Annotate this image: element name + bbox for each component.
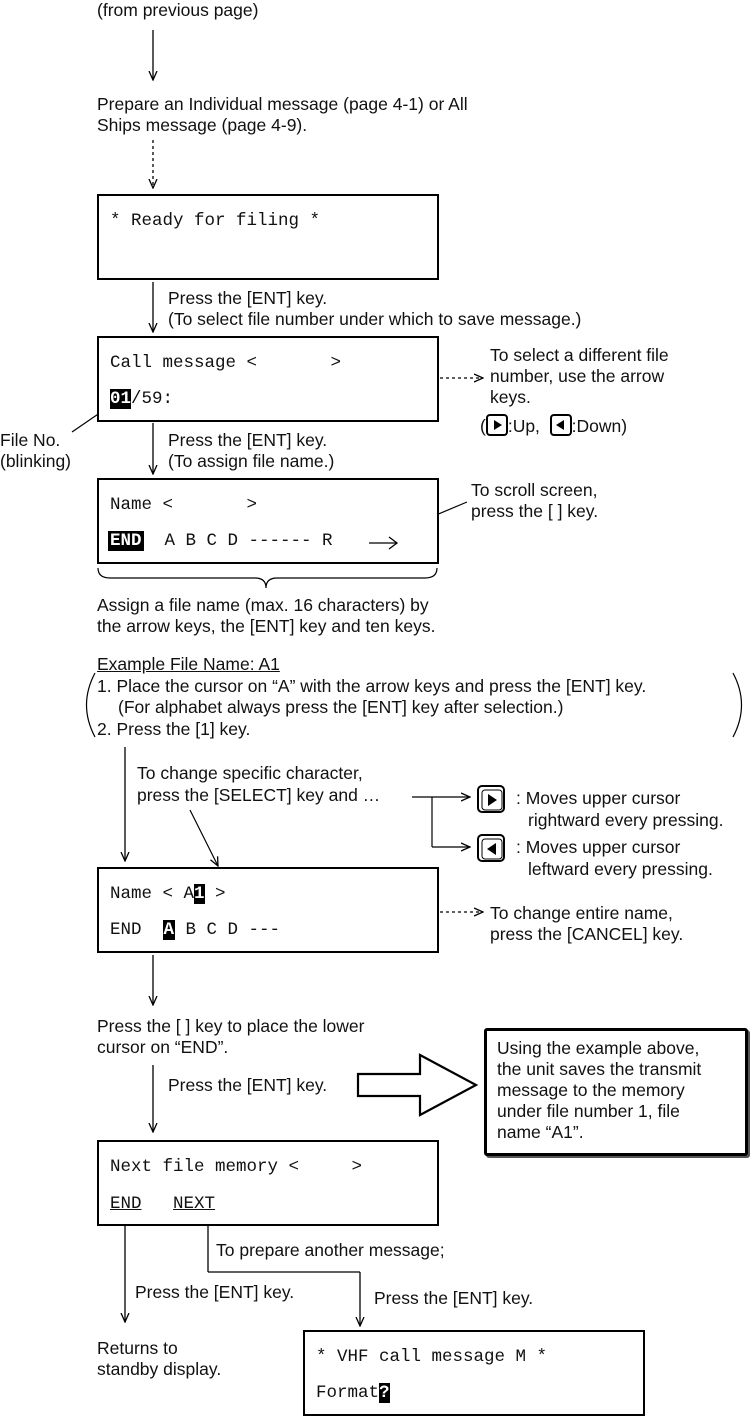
file-number-total: /59: (131, 389, 174, 409)
press-ent-end: Press the [ENT] key. (135, 1282, 295, 1302)
returns-text2: standby display. (97, 1359, 222, 1379)
end-option: END (110, 1194, 142, 1214)
example-step1-note: (For alphabet always press the [ENT] key… (118, 697, 564, 717)
next-option: NEXT (173, 1194, 216, 1214)
assign-text2: the arrow keys, the [ENT] key and ten ke… (97, 616, 436, 636)
file-no-blinking: (blinking) (0, 451, 71, 471)
select-file-text3: keys. (490, 387, 531, 407)
lower-cursor: A (162, 920, 176, 940)
example-step2: 2. Press the [1] key. (97, 719, 251, 739)
moves-right-text1: : Moves upper cursor (516, 788, 681, 808)
down-label: :Down) (571, 416, 628, 436)
call-screen-line2: 01/59: (110, 389, 173, 410)
from-previous-page: (from previous page) (97, 0, 259, 20)
note-box: Using the example above, the unit saves … (484, 1028, 748, 1156)
paren: ( (480, 416, 486, 436)
name-a1-screen: Name < A1 > END A B C D --- (97, 867, 439, 953)
returns-text1: Returns to (97, 1338, 178, 1358)
assign-text1: Assign a file name (max. 16 characters) … (97, 595, 429, 615)
moves-right-text2: rightward every pressing. (528, 810, 724, 830)
press-ent-step2: Press the [ENT] key. (168, 430, 328, 450)
prepare-text-line2: Ships message (page 4-9). (97, 115, 308, 135)
moves-left-text1: : Moves upper cursor (516, 837, 681, 857)
name-alphabet: A B C D ------ R (143, 531, 333, 551)
select-file-text2: number, use the arrow (490, 366, 665, 386)
next-screen-line2: END NEXT (110, 1194, 215, 1215)
name-screen: Name < > END A B C D ------ R (97, 478, 439, 564)
name-screen-line2: END A B C D ------ R (108, 531, 333, 552)
call-message-screen: Call message < > 01/59: (97, 336, 439, 422)
scroll-text1: To scroll screen, (471, 480, 598, 500)
upper-cursor: 1 (194, 884, 205, 904)
format-cursor: ? (379, 1383, 390, 1403)
vhf-screen-line2: Format? (316, 1383, 390, 1404)
name-screen-line1: Name < > (110, 495, 258, 515)
ready-for-filing-screen: * Ready for filing * (97, 194, 439, 280)
example-title: Example File Name: A1 (97, 654, 280, 674)
press-ent-step1: Press the [ENT] key. (168, 288, 328, 308)
scroll-right-arrow-icon (369, 536, 399, 550)
press-ent-step1-note: (To select file number under which to sa… (168, 309, 582, 329)
next-screen-line1: Next file memory < > (110, 1157, 363, 1177)
change-name-text1: To change entire name, (490, 903, 673, 923)
change-char-text1: To change specific character, (137, 763, 363, 783)
up-label: :Up, (507, 416, 540, 436)
scroll-text2: press the [ ] key. (471, 501, 599, 521)
change-char-text2: press the [SELECT] key and … (137, 785, 381, 805)
a1-end-label: END (110, 920, 163, 940)
end-cursor: END (108, 531, 144, 551)
note-line2: the unit saves the transmit (497, 1059, 702, 1079)
left-arrow-key-icon (549, 414, 572, 436)
next-file-memory-screen: Next file memory < > END NEXT (97, 1140, 439, 1226)
prepare-another-text: To prepare another message; (216, 1240, 445, 1260)
file-no-label: File No. (0, 430, 61, 450)
note-line4: under file number 1, file (497, 1101, 680, 1121)
format-label: Format (316, 1383, 380, 1403)
right-arrow-key-icon (477, 785, 505, 813)
a1-screen-line1: Name < A1 > (110, 884, 226, 905)
call-screen-line1: Call message < > (110, 353, 342, 373)
a1-alphabet: B C D --- (175, 920, 281, 940)
a1-name-prefix: Name < A (110, 884, 195, 904)
left-arrow-key-icon (477, 834, 505, 862)
press-ent-step3: Press the [ENT] key. (168, 1075, 328, 1095)
prepare-text-line1: Prepare an Individual message (page 4-1)… (97, 94, 468, 114)
vhf-screen-line1: * VHF call message M * (316, 1347, 548, 1367)
lower-cursor-text1: Press the [ ] key to place the lower (97, 1016, 365, 1036)
moves-left-text2: leftward every pressing. (528, 859, 713, 879)
file-number-cursor: 01 (110, 389, 132, 409)
note-line3: message to the memory (497, 1080, 685, 1100)
select-file-text1: To select a different file (490, 345, 669, 365)
note-line5: name “A1”. (497, 1122, 584, 1142)
example-step1: 1. Place the cursor on “A” with the arro… (97, 676, 647, 696)
press-ent-step2-note: (To assign file name.) (168, 451, 335, 471)
ready-screen-text: * Ready for filing * (110, 211, 321, 231)
right-arrow-key-icon (485, 414, 508, 436)
press-ent-next: Press the [ENT] key. (374, 1288, 534, 1308)
a1-name-suffix: > (204, 884, 226, 904)
arrow-key-legend: ( :Up, :Down) (480, 414, 627, 437)
vhf-call-message-screen: * VHF call message M * Format? (303, 1330, 645, 1416)
a1-screen-line2: END A B C D --- (110, 920, 280, 941)
change-name-text2: press the [CANCEL] key. (490, 924, 684, 944)
lower-cursor-text2: cursor on “END”. (97, 1037, 229, 1057)
note-line1: Using the example above, (497, 1038, 700, 1058)
